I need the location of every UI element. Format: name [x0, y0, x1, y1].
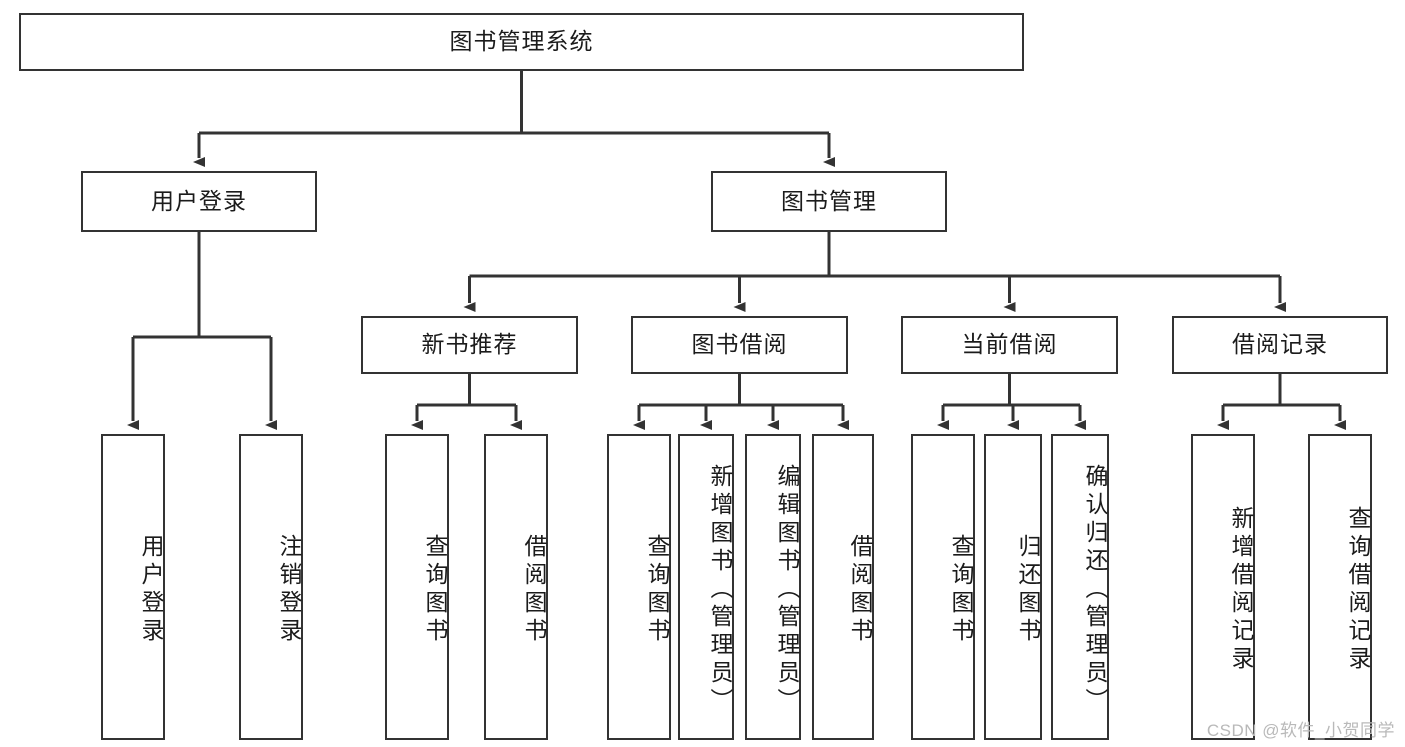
node-label: 新增借阅记录	[1228, 506, 1254, 674]
node-label: 查询借阅记录	[1345, 506, 1371, 674]
node-book-borrow[interactable]: 图书借阅	[631, 316, 848, 374]
node-leaf-query-book-2[interactable]: 查询图书	[607, 434, 671, 740]
node-leaf-edit-book-admin[interactable]: 编辑图书（管理员）	[745, 434, 801, 740]
node-leaf-user-login[interactable]: 用户登录	[101, 434, 165, 740]
node-leaf-add-borrow-record[interactable]: 新增借阅记录	[1191, 434, 1255, 740]
node-book-manage[interactable]: 图书管理	[711, 171, 947, 232]
node-label: 查询图书	[948, 534, 974, 646]
node-user-login[interactable]: 用户登录	[81, 171, 317, 232]
node-label: 借阅图书	[521, 534, 547, 646]
node-leaf-borrow-book-1[interactable]: 借阅图书	[484, 434, 548, 740]
node-label: 编辑图书（管理员）	[774, 464, 800, 716]
node-label: 当前借阅	[961, 331, 1058, 358]
node-label: 用户登录	[138, 534, 164, 646]
node-leaf-logout[interactable]: 注销登录	[239, 434, 303, 740]
node-leaf-confirm-return-admin[interactable]: 确认归还（管理员）	[1051, 434, 1109, 740]
node-label: 注销登录	[276, 534, 302, 646]
node-label: 查询图书	[422, 534, 448, 646]
node-current-borrow[interactable]: 当前借阅	[901, 316, 1118, 374]
node-label: 图书管理系统	[449, 28, 594, 55]
node-new-book-recommend[interactable]: 新书推荐	[361, 316, 578, 374]
node-label: 新增图书（管理员）	[707, 464, 733, 716]
node-leaf-add-book-admin[interactable]: 新增图书（管理员）	[678, 434, 734, 740]
node-label: 图书管理	[781, 187, 877, 214]
node-label: 归还图书	[1015, 534, 1041, 646]
node-leaf-query-borrow-record[interactable]: 查询借阅记录	[1308, 434, 1372, 740]
node-label: 借阅记录	[1232, 331, 1328, 358]
node-label: 新书推荐	[421, 331, 518, 358]
node-root[interactable]: 图书管理系统	[19, 13, 1024, 71]
node-label: 用户登录	[151, 187, 247, 214]
node-label: 图书借阅	[691, 331, 788, 358]
node-borrow-record[interactable]: 借阅记录	[1172, 316, 1388, 374]
node-label: 确认归还（管理员）	[1082, 464, 1108, 716]
node-label: 借阅图书	[847, 534, 873, 646]
node-leaf-return-book[interactable]: 归还图书	[984, 434, 1042, 740]
node-leaf-query-book-1[interactable]: 查询图书	[385, 434, 449, 740]
node-leaf-query-book-3[interactable]: 查询图书	[911, 434, 975, 740]
node-leaf-borrow-book-2[interactable]: 借阅图书	[812, 434, 874, 740]
node-label: 查询图书	[644, 534, 670, 646]
